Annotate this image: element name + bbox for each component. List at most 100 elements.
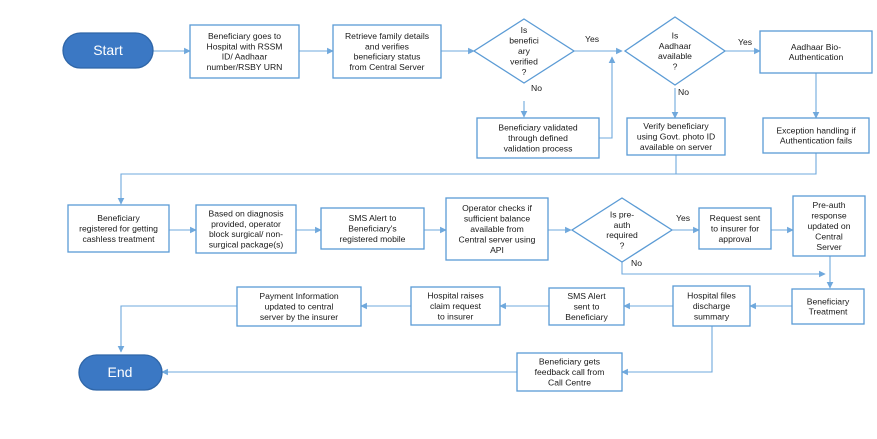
node-text-line: Based on diagnosis bbox=[208, 208, 283, 218]
node-text-line: and verifies bbox=[365, 41, 409, 51]
node-text-line: auth bbox=[614, 220, 631, 230]
node-text-line: provided, operator bbox=[211, 219, 281, 229]
edge-exception-to-registered bbox=[117, 153, 817, 205]
edge-preauth-no bbox=[621, 262, 826, 278]
node-text-line: updated on bbox=[807, 221, 850, 231]
node-text-line: to insurer for bbox=[711, 224, 759, 234]
node-text-line: Beneficiary bbox=[97, 213, 140, 223]
node-text-line: API bbox=[490, 245, 504, 255]
node-text-line: available bbox=[658, 51, 692, 61]
node-text-line: Aadhaar Bio- bbox=[791, 42, 841, 52]
decision-aadhaar-available bbox=[623, 16, 727, 86]
node-text-line: ary bbox=[518, 46, 531, 56]
node-operator-checks bbox=[445, 197, 549, 261]
node-text-line: summary bbox=[694, 311, 730, 321]
node-text-line: Authentication fails bbox=[780, 136, 852, 146]
node-text-line: Hospital files bbox=[687, 291, 736, 301]
edge-label-preauth-yes: Yes bbox=[676, 213, 690, 223]
node-text-line: updated to central bbox=[265, 302, 334, 312]
node-text-line: ? bbox=[673, 62, 678, 72]
node-text-line: feedback call from bbox=[535, 367, 605, 377]
node-text-line: Retrieve family details bbox=[345, 31, 429, 41]
node-text-line: Verify beneficiary bbox=[643, 121, 709, 131]
node-text-line: Beneficiary bbox=[565, 312, 608, 322]
node-text-line: ID/ Aadhaar bbox=[222, 52, 268, 62]
node-text-line: Pre-auth bbox=[813, 200, 846, 210]
node-text-line: through defined bbox=[508, 133, 568, 143]
node-text-line: Payment Information bbox=[259, 291, 339, 301]
node-text-line: ? bbox=[522, 67, 527, 77]
node-text-line: registered for getting bbox=[79, 224, 158, 234]
node-verify-photo bbox=[626, 117, 726, 156]
node-text-line: available from bbox=[470, 224, 524, 234]
node-text-line: Beneficiary goes to bbox=[208, 31, 281, 41]
node-text-line: Call Centre bbox=[548, 377, 591, 387]
node-treatment bbox=[791, 288, 865, 325]
node-text-line: surgical package(s) bbox=[209, 240, 284, 250]
node-text-line: Hospital raises bbox=[427, 291, 483, 301]
node-text-line: Beneficiary validated bbox=[498, 123, 578, 133]
node-goes-hospital bbox=[189, 24, 300, 79]
node-text-line: Authentication bbox=[789, 52, 844, 62]
node-text-line: Central server using bbox=[459, 234, 536, 244]
node-validated bbox=[476, 117, 600, 159]
edge-label-preauth-no: No bbox=[631, 258, 642, 268]
node-text-line: Aadhaar bbox=[659, 41, 692, 51]
node-text-line: Treatment bbox=[809, 307, 848, 317]
node-text-line: SMS Alert to bbox=[349, 213, 397, 223]
node-text-line: beneficiary status bbox=[354, 52, 421, 62]
node-text-line: Beneficiary bbox=[807, 296, 850, 306]
edge-label-aadhaar-yes: Yes bbox=[738, 37, 752, 47]
node-text-line: available on server bbox=[640, 142, 712, 152]
node-text-line: verified bbox=[510, 56, 538, 66]
node-text-line: benefici bbox=[509, 36, 539, 46]
decision-is-preauth bbox=[570, 197, 674, 263]
node-text-line: sufficient balance bbox=[464, 214, 530, 224]
node-text-line: sent to bbox=[574, 302, 600, 312]
node-retrieve bbox=[332, 24, 442, 79]
node-text-line: Server bbox=[816, 242, 841, 252]
node-registered bbox=[67, 204, 170, 253]
node-text-line: using Govt. photo ID bbox=[637, 132, 715, 142]
node-text-line: cashless treatment bbox=[82, 234, 155, 244]
node-text-line: Request sent bbox=[710, 213, 761, 223]
node-text-line: Beneficiary gets bbox=[539, 357, 600, 367]
node-feedback bbox=[516, 352, 623, 392]
node-text-line: block surgical/ non- bbox=[209, 229, 283, 239]
edge-payment-to-end bbox=[117, 305, 237, 353]
decision-is-verified bbox=[472, 18, 576, 84]
node-bio-auth bbox=[759, 30, 873, 74]
node-exception bbox=[762, 117, 870, 154]
node-text-line: SMS Alert bbox=[567, 291, 606, 301]
node-text-line: discharge bbox=[693, 301, 730, 311]
node-sms-registered bbox=[320, 207, 425, 250]
node-text-line: to insurer bbox=[438, 311, 474, 321]
node-discharge bbox=[672, 285, 751, 327]
edge-label-aadhaar-no: No bbox=[678, 87, 689, 97]
node-text-bio-auth: Aadhaar Bio-Authentication bbox=[789, 42, 844, 62]
node-diagnosis bbox=[195, 204, 297, 254]
connectors bbox=[117, 47, 834, 376]
node-text-line: Hospital with RSSM bbox=[207, 41, 283, 51]
edge-validated-to-aadhaar bbox=[599, 56, 616, 139]
node-text-line: response bbox=[811, 211, 847, 221]
end-terminal bbox=[78, 354, 163, 391]
node-text-line: Exception handling if bbox=[776, 125, 856, 135]
edge-discharge-to-feedback bbox=[621, 326, 713, 376]
start-label: Start bbox=[93, 42, 123, 58]
node-text-line: ? bbox=[620, 241, 625, 251]
